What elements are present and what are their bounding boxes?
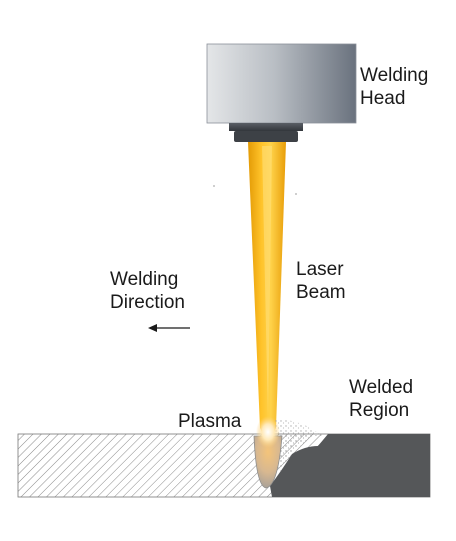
plasma-glow [256,416,280,448]
fused-zone-top [274,419,322,436]
welding-direction-label-line2: Direction [110,292,185,313]
welded-region-label-line2: Region [349,400,410,421]
arrow-left-icon [148,324,190,332]
head-collar [229,123,303,131]
welding-direction-label: Welding Direction [110,268,185,314]
laser-beam-label-line1: Laser [296,259,344,280]
laser-beam-label: Laser Beam [296,258,346,304]
laser-beam-label-line2: Beam [296,282,346,303]
welding-head [206,43,357,124]
laser-beam-core [262,146,272,420]
welded-region-label-line1: Welded [349,377,414,398]
welded-region-label: Welded Region [349,376,413,422]
weld-pool [253,435,283,489]
welding-direction-label-line1: Welding [110,269,179,290]
plasma-label: Plasma [178,411,242,432]
welding-head-label-line2: Head [360,88,406,109]
head-nozzle [234,131,298,142]
welding-head-label: Welding Head [360,64,428,110]
welding-head-label-line1: Welding [360,65,429,86]
welded-region [270,434,430,497]
beam-spark [213,185,215,187]
beam-spark [295,193,297,195]
